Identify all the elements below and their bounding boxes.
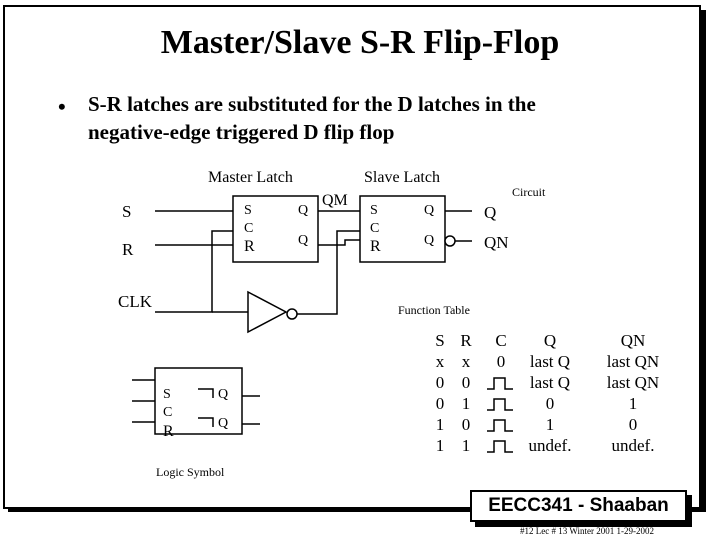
ft-cell: undef. (528, 436, 572, 455)
ft-cell: 1 (461, 436, 471, 455)
ft-cell: 0 (496, 352, 506, 371)
ft-cell: x (461, 352, 471, 371)
ft-cell: 1 (435, 415, 445, 434)
course-footer-box: EECC341 - Shaaban (470, 490, 687, 522)
course-title: EECC341 - Shaaban (488, 495, 669, 516)
q-output-label: Q (484, 203, 497, 222)
master-qbar-wire (318, 239, 360, 246)
master-c-pin: C (244, 221, 254, 236)
ft-header-c: C (495, 331, 507, 350)
logic-s-pin: S (163, 387, 171, 402)
ft-header-r: R (460, 331, 472, 350)
master-qbar-pin: Q (298, 233, 309, 248)
ft-cell: last QN (606, 352, 660, 371)
logic-symbol-caption: Logic Symbol (156, 465, 225, 479)
logic-r-pin: R (163, 423, 174, 440)
ft-cell: last QN (606, 373, 660, 392)
footer-info: #12 Lec # 13 Winter 2001 1-29-2002 (520, 526, 654, 536)
ft-header-q: Q (543, 331, 557, 350)
ft-cell: 1 (435, 436, 445, 455)
bullet-text-line-1: S-R latches are substituted for the D la… (88, 92, 536, 116)
slave-r-pin: R (370, 238, 381, 255)
s-input-label: S (122, 202, 132, 221)
clk-slave-wire (297, 230, 360, 315)
bullet-text-line-2: negative-edge triggered D flip flop (88, 120, 395, 144)
bullet-mark: • (58, 94, 66, 119)
ft-cell: last Q (529, 373, 571, 392)
master-r-pin: R (244, 238, 255, 255)
slave-c-pin: C (370, 221, 380, 236)
ft-cell: 1 (545, 415, 555, 434)
ft-cell: 0 (628, 415, 638, 434)
ft-cell: 1 (628, 394, 638, 413)
clk-input-label: CLK (118, 292, 152, 311)
ft-cell: 0 (435, 394, 445, 413)
qn-output-bubble (444, 235, 456, 247)
clk-master-wire (155, 230, 233, 313)
qm-label: QM (322, 192, 348, 209)
inverter-gate (247, 290, 288, 334)
ft-cell: x (435, 352, 445, 371)
ft-cell: last Q (529, 352, 571, 371)
master-s-pin: S (244, 203, 252, 218)
ft-cell: 1 (461, 394, 471, 413)
function-table-caption: Function Table (398, 303, 470, 317)
logic-q-pin: Q (218, 387, 229, 402)
slave-q-pin: Q (424, 203, 435, 218)
master-q-pin: Q (298, 203, 309, 218)
logic-qbar-pin: Q (218, 416, 229, 431)
slide-title: Master/Slave S-R Flip-Flop (160, 24, 560, 61)
ft-cell: 0 (545, 394, 555, 413)
inverter-bubble (286, 308, 298, 320)
ft-cell: undef. (611, 436, 655, 455)
ft-header-s: S (435, 331, 445, 350)
slave-latch-box (359, 195, 446, 263)
r-input-label: R (122, 240, 134, 259)
slave-qbar-pin: Q (424, 233, 435, 248)
ft-cell: 0 (461, 373, 471, 392)
qn-output-label: QN (484, 233, 509, 252)
slave-latch-label: Slave Latch (364, 169, 440, 186)
master-latch-box (232, 195, 319, 263)
circuit-label: Circuit (512, 185, 546, 199)
master-latch-label: Master Latch (208, 169, 293, 186)
logic-c-pin: C (163, 405, 173, 420)
ft-cell: 0 (461, 415, 471, 434)
slave-s-pin: S (370, 203, 378, 218)
ft-header-qn: QN (620, 331, 646, 350)
clock-pulse-icons (487, 377, 513, 453)
ft-cell: 0 (435, 373, 445, 392)
